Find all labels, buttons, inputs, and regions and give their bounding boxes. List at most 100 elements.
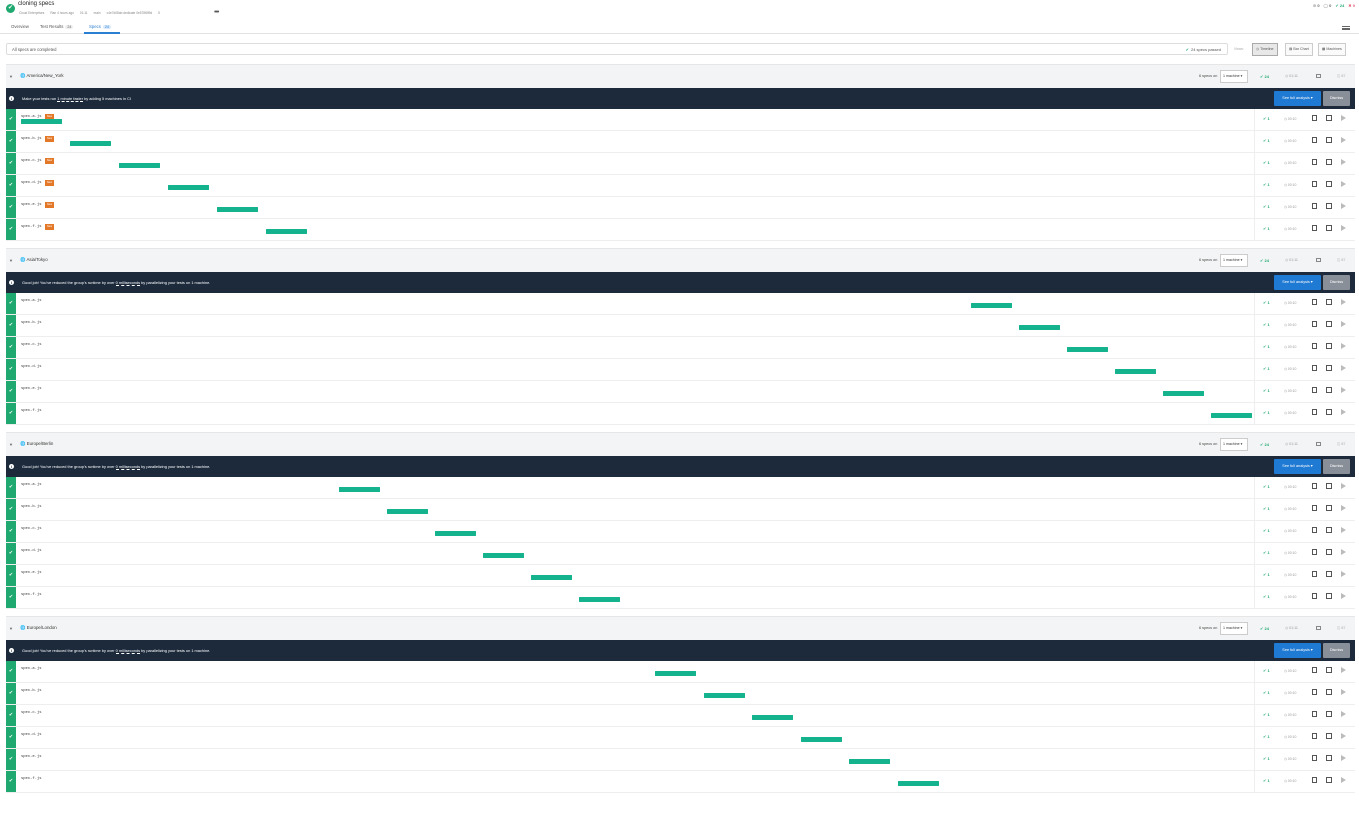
timeline-bar[interactable] (1163, 391, 1204, 396)
screenshot-icon[interactable] (1326, 365, 1332, 371)
video-play-icon[interactable] (1341, 115, 1346, 121)
spec-row[interactable]: ✔ spec-b.js ✔ 1 ◷ 00:10 (6, 315, 1355, 337)
timeline-bar[interactable] (849, 759, 890, 764)
output-log-icon[interactable] (1312, 203, 1317, 209)
spec-row[interactable]: ✔ spec-f.js ✔ 1 ◷ 00:10 (6, 587, 1355, 609)
monitor-icon[interactable] (1316, 74, 1321, 78)
screenshot-icon[interactable] (1326, 137, 1332, 143)
spec-name[interactable]: spec-f.js (21, 593, 42, 597)
monitor-icon[interactable] (1316, 442, 1321, 446)
spec-name[interactable]: spec-f.js (21, 409, 42, 413)
spec-row[interactable]: ✔ spec-d.js ✔ 1 ◷ 00:10 (6, 359, 1355, 381)
spec-row[interactable]: ✔ spec-d.js ✔ 1 ◷ 00:10 (6, 727, 1355, 749)
spec-row[interactable]: ✔ spec-b.js ✔ 1 ◷ 00:10 (6, 683, 1355, 705)
video-play-icon[interactable] (1341, 711, 1346, 717)
video-play-icon[interactable] (1341, 321, 1346, 327)
video-play-icon[interactable] (1341, 387, 1346, 393)
screenshot-icon[interactable] (1326, 299, 1332, 305)
spec-row[interactable]: ✔ spec-a.js New ✔ 1 ◷ 00:10 (6, 109, 1355, 131)
see-full-analysis-button[interactable]: See full analysis ▾ (1274, 91, 1321, 106)
screenshot-icon[interactable] (1326, 755, 1332, 761)
timeline-bar[interactable] (655, 671, 696, 676)
video-play-icon[interactable] (1341, 505, 1346, 511)
screenshot-icon[interactable] (1326, 115, 1332, 121)
video-play-icon[interactable] (1341, 299, 1346, 305)
video-play-icon[interactable] (1341, 181, 1346, 187)
commit-info[interactable]: c4e7d08ab dedicate 0e578f8f9d (106, 11, 153, 15)
machine-count-select[interactable]: 1 machine ▾ (1220, 622, 1248, 635)
screenshot-icon[interactable] (1326, 777, 1332, 783)
screenshot-icon[interactable] (1326, 343, 1332, 349)
timeline-bar[interactable] (435, 531, 476, 536)
spec-row[interactable]: ✔ spec-a.js ✔ 1 ◷ 00:10 (6, 477, 1355, 499)
video-play-icon[interactable] (1341, 689, 1346, 695)
spec-name[interactable]: spec-c.js (21, 343, 42, 347)
see-full-analysis-button[interactable]: See full analysis ▾ (1274, 643, 1321, 658)
output-log-icon[interactable] (1312, 137, 1317, 143)
spec-row[interactable]: ✔ spec-c.js ✔ 1 ◷ 00:10 (6, 337, 1355, 359)
output-log-icon[interactable] (1312, 777, 1317, 783)
timeline-bar[interactable] (168, 185, 209, 190)
video-play-icon[interactable] (1341, 365, 1346, 371)
output-log-icon[interactable] (1312, 365, 1317, 371)
timeline-bar[interactable] (483, 553, 524, 558)
screenshot-icon[interactable] (1326, 159, 1332, 165)
spec-row[interactable]: ✔ spec-e.js New ✔ 1 ◷ 00:10 (6, 197, 1355, 219)
timeline-bar[interactable] (70, 141, 111, 146)
screenshot-icon[interactable] (1326, 203, 1332, 209)
output-log-icon[interactable] (1312, 343, 1317, 349)
spec-row[interactable]: ✔ spec-d.js New ✔ 1 ◷ 00:10 (6, 175, 1355, 197)
collapse-caret-icon[interactable]: ▼ (9, 74, 13, 79)
dismiss-button[interactable]: Dismiss (1323, 643, 1350, 658)
screenshot-icon[interactable] (1326, 409, 1332, 415)
dismiss-button[interactable]: Dismiss (1323, 275, 1350, 290)
video-play-icon[interactable] (1341, 159, 1346, 165)
screenshot-icon[interactable] (1326, 181, 1332, 187)
spec-row[interactable]: ✔ spec-e.js ✔ 1 ◷ 00:10 (6, 565, 1355, 587)
group-header[interactable]: ▼ 🌐 America/New_York 6 specs on 1 machin… (6, 64, 1355, 88)
monitor-icon[interactable] (1316, 626, 1321, 630)
timeline-bar[interactable] (119, 163, 160, 168)
screenshot-icon[interactable] (1326, 387, 1332, 393)
banner-highlight[interactable]: 0 milliseconds (115, 464, 141, 470)
spec-name[interactable]: spec-d.js (21, 733, 42, 737)
timeline-bar[interactable] (1211, 413, 1252, 418)
output-log-icon[interactable] (1312, 483, 1317, 489)
see-full-analysis-button[interactable]: See full analysis ▾ (1274, 275, 1321, 290)
collapse-caret-icon[interactable]: ▼ (9, 626, 13, 631)
output-log-icon[interactable] (1312, 409, 1317, 415)
group-header[interactable]: ▼ 🌐 Europe/London 6 specs on 1 machine ▾… (6, 616, 1355, 640)
spec-row[interactable]: ✔ spec-c.js New ✔ 1 ◷ 00:10 (6, 153, 1355, 175)
spec-row[interactable]: ✔ spec-b.js New ✔ 1 ◷ 00:10 (6, 131, 1355, 153)
spec-name[interactable]: spec-b.js (21, 321, 42, 325)
output-log-icon[interactable] (1312, 505, 1317, 511)
spec-name[interactable]: spec-f.js (21, 777, 42, 781)
timeline-bar[interactable] (801, 737, 842, 742)
org-name[interactable]: Cloud Enterprises (19, 11, 45, 15)
spec-name[interactable]: spec-e.js (21, 755, 42, 759)
timeline-bar[interactable] (898, 781, 939, 786)
spec-name[interactable]: spec-a.js (21, 115, 42, 119)
machine-count-select[interactable]: 1 machine ▾ (1220, 438, 1248, 451)
see-full-analysis-button[interactable]: See full analysis ▾ (1274, 459, 1321, 474)
timeline-bar[interactable] (217, 207, 258, 212)
spec-row[interactable]: ✔ spec-f.js ✔ 1 ◷ 00:10 (6, 771, 1355, 793)
screenshot-icon[interactable] (1326, 483, 1332, 489)
video-play-icon[interactable] (1341, 203, 1346, 209)
machine-count-select[interactable]: 1 machine ▾ (1220, 254, 1248, 267)
output-log-icon[interactable] (1312, 225, 1317, 231)
spec-name[interactable]: spec-b.js (21, 689, 42, 693)
spec-name[interactable]: spec-f.js (21, 225, 42, 229)
output-log-icon[interactable] (1312, 159, 1317, 165)
video-play-icon[interactable] (1341, 343, 1346, 349)
timeline-bar[interactable] (387, 509, 428, 514)
timeline-bar[interactable] (1115, 369, 1156, 374)
collapse-caret-icon[interactable]: ▼ (9, 258, 13, 263)
output-log-icon[interactable] (1312, 667, 1317, 673)
spec-name[interactable]: spec-a.js (21, 299, 42, 303)
more-options-icon[interactable]: ••• (214, 9, 219, 16)
timeline-bar[interactable] (971, 303, 1012, 308)
video-play-icon[interactable] (1341, 549, 1346, 555)
output-log-icon[interactable] (1312, 181, 1317, 187)
